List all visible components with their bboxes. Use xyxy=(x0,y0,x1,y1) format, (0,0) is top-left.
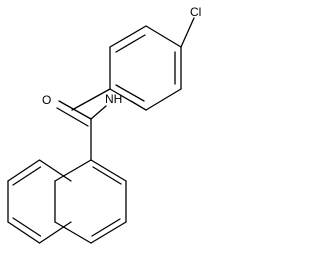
double-bond-inner xyxy=(12,217,42,237)
molecule-drawing: Cl NH O xyxy=(7,5,201,244)
double-bond-inner xyxy=(115,84,145,102)
bond xyxy=(38,159,72,182)
n-c-bond xyxy=(90,105,107,120)
double-bond-inner xyxy=(115,34,146,53)
chlorine-label: Cl xyxy=(190,5,201,19)
bond xyxy=(7,159,41,182)
bond xyxy=(109,25,147,48)
bond xyxy=(90,221,127,244)
nh-label: NH xyxy=(105,92,122,106)
bond xyxy=(54,221,92,244)
carbonyl-bond-inner xyxy=(56,107,89,127)
double-bond-inner xyxy=(91,218,121,237)
c-n-bond xyxy=(130,100,147,111)
molecule-group: Cl NH O xyxy=(7,5,201,244)
bond xyxy=(145,88,182,111)
double-bond-inner xyxy=(92,166,122,185)
carbonyl-bond xyxy=(58,100,92,120)
naphthalene-right-ring xyxy=(54,159,127,244)
naphthalene-left-ring xyxy=(7,159,72,244)
bond xyxy=(7,221,41,244)
structure-diagram: Cl NH O xyxy=(7,5,201,244)
bond xyxy=(38,221,72,244)
bond xyxy=(145,25,182,48)
double-bond-inner xyxy=(12,166,42,186)
bond xyxy=(54,159,92,182)
bond xyxy=(90,159,127,182)
methyl-bond xyxy=(71,88,111,111)
c-cl-bond xyxy=(180,17,195,48)
oxygen-label: O xyxy=(42,93,51,107)
